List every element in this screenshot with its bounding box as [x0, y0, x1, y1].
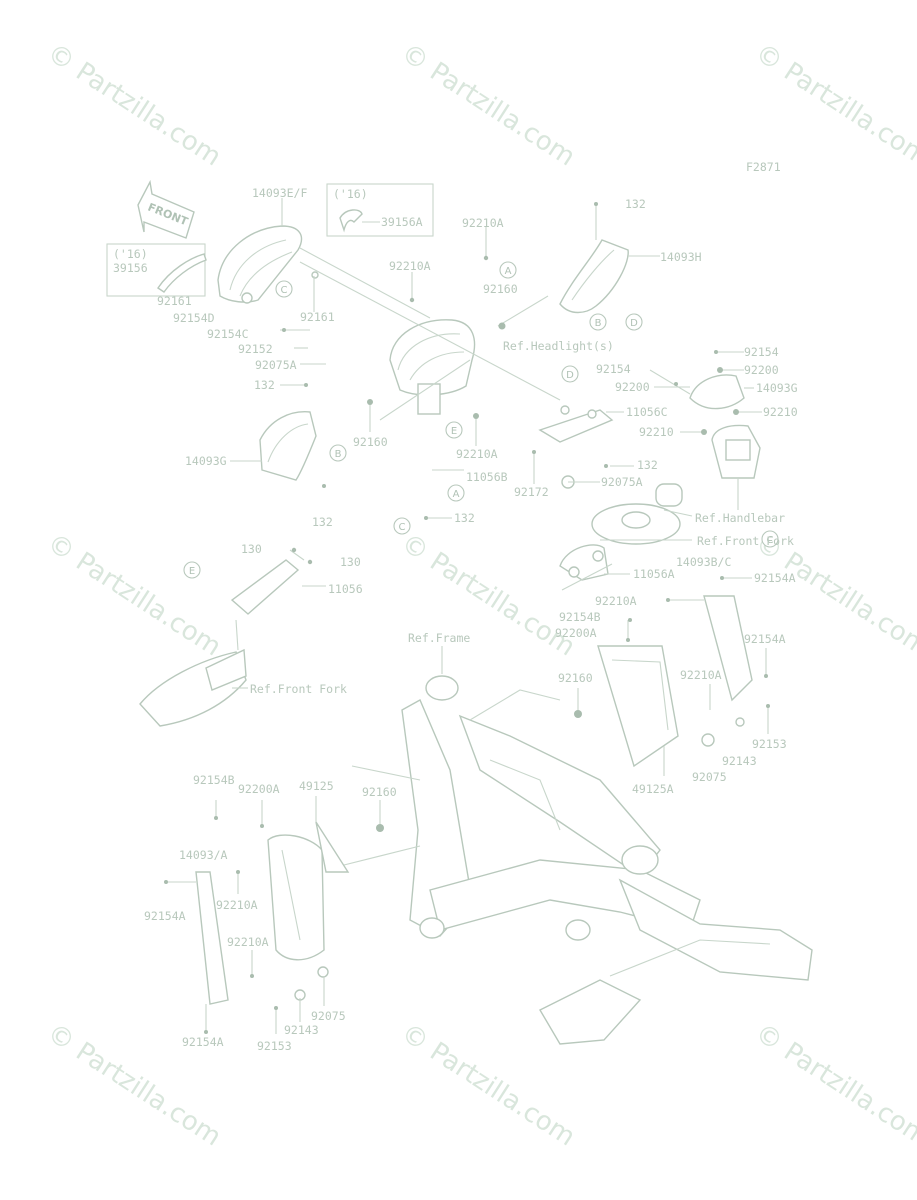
part-labels: 132 14093H 14093E/F 92210A 92210A 92160 …: [144, 186, 798, 1053]
part-label: 14093H: [660, 250, 702, 264]
part-label: 92154: [596, 362, 631, 376]
part-triple-clamp: [591, 483, 683, 545]
part-label: 92172: [514, 485, 549, 499]
callout-letter: A: [453, 489, 460, 500]
part-label: 39156A: [381, 215, 423, 229]
part-label: 11056: [328, 582, 363, 596]
part-label: 92154A: [744, 632, 786, 646]
part-fork-bracket: [139, 559, 300, 727]
part-cover-14093g-left: [259, 411, 317, 481]
inset-title: ('16): [113, 247, 148, 261]
part-label: 92210A: [595, 594, 637, 608]
callout-circles: A B D C D E B A C E C: [183, 261, 779, 579]
part-label: 92075: [311, 1009, 346, 1023]
part-label: 130: [340, 555, 361, 569]
callout-letter: B: [595, 318, 602, 329]
part-label: 92154A: [144, 909, 186, 923]
part-label: 92210A: [456, 447, 498, 461]
part-label: 11056B: [466, 470, 508, 484]
callout-letter: C: [281, 285, 288, 296]
part-label: 92153: [257, 1039, 292, 1053]
callout-letter: B: [335, 449, 342, 460]
part-label: 92154A: [754, 571, 796, 585]
part-label: 92160: [558, 671, 593, 685]
part-side-cover-left: [195, 821, 350, 1005]
part-label: Ref.Front Fork: [250, 682, 347, 696]
part-label: Ref.Headlight(s): [503, 339, 614, 353]
part-label: 92143: [284, 1023, 319, 1037]
figure-code: F2871: [746, 160, 781, 174]
part-label: 92210: [639, 425, 674, 439]
part-label: 92075: [692, 770, 727, 784]
part-label: 39156: [113, 261, 148, 275]
part-label: 92160: [362, 785, 397, 799]
part-side-cover-right: [597, 595, 753, 768]
leader-lines: [164, 202, 770, 1034]
part-label: 11056C: [626, 405, 668, 419]
callout-letter: C: [399, 522, 406, 533]
callout-letter: A: [505, 266, 512, 277]
part-handlebar-switch: [689, 374, 761, 510]
part-label: 11056A: [633, 567, 675, 581]
callout-letter: E: [189, 566, 195, 577]
part-label: 14093G: [185, 454, 227, 468]
part-label: 92200A: [238, 782, 280, 796]
inset-box-39156: ('16) 39156: [106, 243, 207, 297]
part-label: 92210A: [216, 898, 258, 912]
part-label: 132: [625, 197, 646, 211]
front-arrow: FRONT: [137, 179, 195, 239]
part-label: 92200: [744, 363, 779, 377]
part-label: 92210A: [389, 259, 431, 273]
part-label: 49125: [299, 779, 334, 793]
part-label: 92210: [763, 405, 798, 419]
part-label: 92161: [300, 310, 335, 324]
part-label: 132: [454, 511, 475, 525]
part-label: 92210A: [462, 216, 504, 230]
callout-letter: D: [630, 318, 638, 329]
part-headlight-cover: [217, 198, 431, 319]
part-label: Ref.Front Fork: [697, 534, 794, 548]
part-headlight-housing: [299, 261, 561, 421]
part-label: Ref.Frame: [408, 631, 470, 645]
part-label: 14093B/C: [676, 555, 731, 569]
part-label: Ref.Handlebar: [695, 511, 785, 525]
part-label: 92075A: [255, 358, 297, 372]
part-label: 92154D: [173, 311, 215, 325]
part-label: 92160: [483, 282, 518, 296]
part-label: 92210A: [680, 668, 722, 682]
part-label: 49125A: [632, 782, 674, 796]
part-label: 130: [241, 542, 262, 556]
callout-letter: D: [566, 370, 574, 381]
part-label: 92143: [722, 754, 757, 768]
part-label: 92152: [238, 342, 273, 356]
part-label: 132: [637, 458, 658, 472]
part-label: 92154B: [559, 610, 601, 624]
part-label: 92153: [752, 737, 787, 751]
part-label: 92161: [157, 294, 192, 308]
part-label: 14093E/F: [252, 186, 307, 200]
part-label: 14093G: [756, 381, 798, 395]
part-label: 92075A: [601, 475, 643, 489]
part-label: 92154B: [193, 773, 235, 787]
part-label: 132: [254, 378, 275, 392]
part-label: 92154: [744, 345, 779, 359]
callout-letter: E: [451, 426, 457, 437]
part-bracket-11056a: [559, 544, 613, 591]
part-label: 92200A: [555, 626, 597, 640]
part-label: 92154A: [182, 1035, 224, 1049]
part-label: 92210A: [227, 935, 269, 949]
part-cover-14093h: [559, 206, 660, 314]
part-main-frame: [339, 675, 813, 1045]
part-label: 92160: [353, 435, 388, 449]
inset-title: ('16): [333, 187, 368, 201]
callout-letter: C: [767, 535, 774, 546]
part-label: 92154C: [207, 327, 249, 341]
part-label: 92200: [615, 380, 650, 394]
part-label: 14093/A: [179, 848, 228, 862]
inset-box-39156a: ('16) 39156A: [326, 183, 434, 237]
part-label: 132: [312, 515, 333, 529]
